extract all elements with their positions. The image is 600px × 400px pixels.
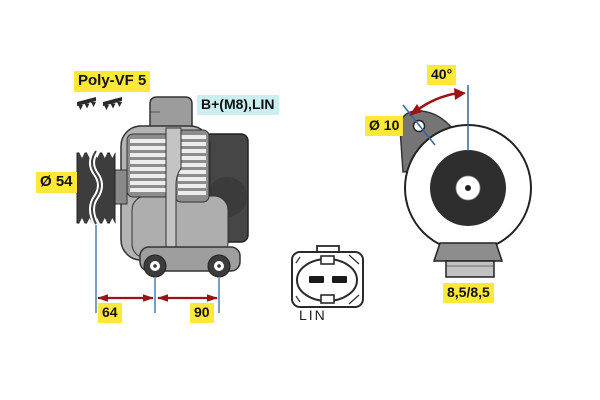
angle-label: 40°: [427, 65, 457, 85]
hub-center-dot: [465, 185, 471, 191]
belt-profile-icon: [77, 96, 129, 117]
side-view-dimensions: [95, 225, 220, 313]
connector-notch-bottom: [320, 294, 335, 304]
dimension-64-label: 64: [98, 303, 122, 323]
rear-view-drawing: [399, 85, 532, 278]
pulley: [76, 149, 116, 226]
rear-foot-block: [445, 260, 495, 278]
connector-pin-left: [309, 276, 324, 283]
side-view-drawing: [76, 96, 249, 278]
belt-type-label: Poly-VF 5: [74, 71, 151, 92]
pulley-diameter-label: Ø 54: [36, 172, 77, 193]
connector-notch-top: [320, 255, 335, 265]
connector-pin-right: [332, 276, 347, 283]
dimension-90-label: 90: [190, 303, 214, 323]
connector-lin-label: LIN: [299, 307, 327, 323]
mounting-eyelet-front: [143, 254, 167, 278]
mounting-eyelet-rear: [207, 254, 231, 278]
angled-reference-line: [402, 104, 436, 146]
terminal-label: B+(M8),LIN: [197, 95, 279, 115]
foot-dimension-label: 8,5/8,5: [443, 283, 494, 303]
top-lug: [149, 96, 193, 131]
angle-arc: [409, 88, 466, 116]
hole-diameter-label: Ø 10: [365, 116, 404, 136]
cooling-fins-left: [126, 133, 172, 198]
side-view-dim-arrows: [97, 294, 218, 302]
connector-drawing: [291, 245, 364, 308]
rear-foot-neck: [432, 242, 504, 262]
